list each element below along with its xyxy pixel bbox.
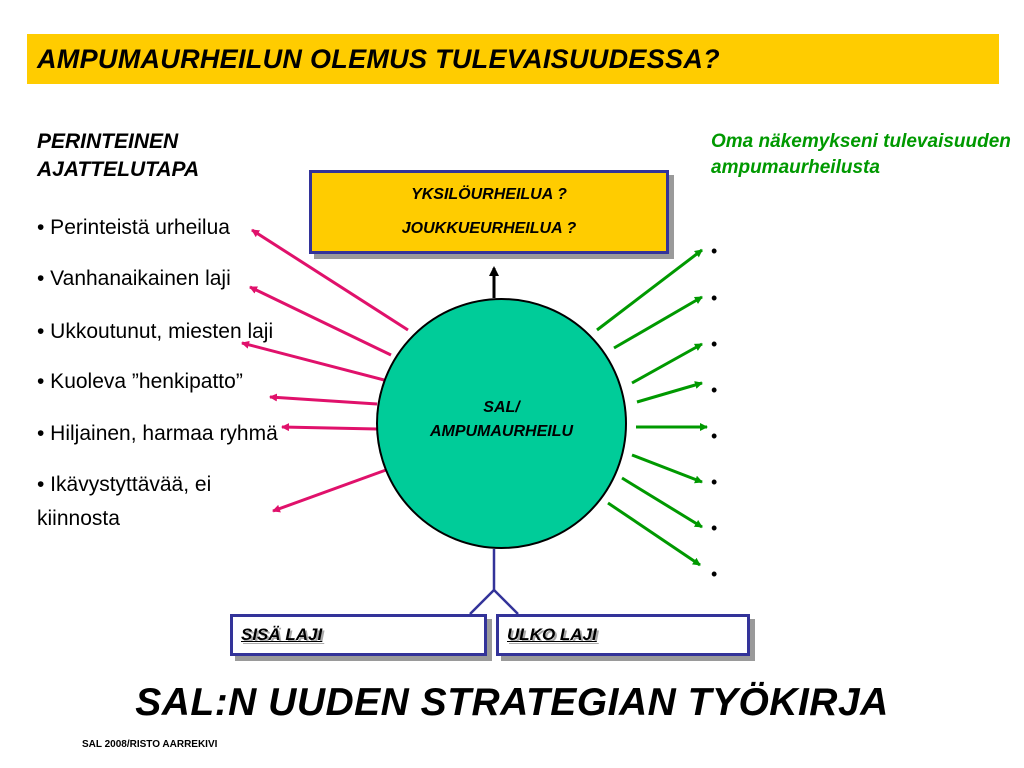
left-arrow xyxy=(281,423,378,432)
right-arrow xyxy=(621,476,703,529)
right-arrow xyxy=(607,501,701,567)
right-bullet: • xyxy=(711,564,718,584)
footer-credit: SAL 2008/RISTO AARREKIVI xyxy=(82,739,218,750)
right-arrow xyxy=(596,248,703,332)
right-bullet: • xyxy=(711,288,718,308)
individual-sport-label: YKSILÖURHEILUA ? xyxy=(411,186,567,203)
right-bullet: • xyxy=(711,518,718,538)
right-bullet: • xyxy=(711,241,718,261)
team-sport-label: JOUKKUEURHEILUA ? xyxy=(401,220,577,237)
center-label-line1: SAL/ xyxy=(483,399,520,416)
left-arrow xyxy=(241,340,385,382)
strategy-title: SAL:N UUDEN STRATEGIAN TYÖKIRJA xyxy=(135,681,889,724)
bottom-connector-left xyxy=(469,589,495,615)
indoor-sport-box: SISÄ LAJI xyxy=(230,614,487,656)
bottom-connector-right xyxy=(493,589,519,615)
right-arrow xyxy=(631,342,703,385)
right-arrow xyxy=(613,295,703,350)
left-item: • Hiljainen, harmaa ryhmä xyxy=(37,422,278,445)
center-circle xyxy=(376,298,627,549)
left-arrow xyxy=(269,393,378,406)
left-item: • Ikävystyttävää, ei xyxy=(37,473,212,496)
indoor-sport-label: SISÄ LAJI xyxy=(241,625,323,644)
right-bullet: • xyxy=(711,472,718,492)
left-item-continuation: kiinnosta xyxy=(37,507,120,530)
left-item: • Perinteistä urheilua xyxy=(37,216,230,239)
left-item: • Ukkoutunut, miesten laji xyxy=(37,320,274,343)
right-arrow xyxy=(631,453,703,484)
right-bullet: • xyxy=(711,334,718,354)
right-arrow xyxy=(636,381,703,404)
title-bar: AMPUMAURHEILUN OLEMUS TULEVAISUUDESSA? xyxy=(27,34,999,84)
page-title: AMPUMAURHEILUN OLEMUS TULEVAISUUDESSA? xyxy=(37,43,720,74)
left-arrow xyxy=(249,285,392,357)
individual-team-sport-box: YKSILÖURHEILUA ? JOUKKUEURHEILUA ? xyxy=(309,170,669,254)
left-arrow xyxy=(251,228,409,332)
outdoor-sport-box: ULKO LAJI xyxy=(496,614,750,656)
right-bullet: • xyxy=(711,380,718,400)
left-item: • Kuoleva ”henkipatto” xyxy=(37,370,243,393)
left-arrow xyxy=(272,468,387,513)
center-label-line2: AMPUMAURHEILU xyxy=(429,423,574,440)
right-heading: Oma näkemykseni tulevaisuuden ampumaurhe… xyxy=(711,131,1011,178)
center-circle-label: SAL/ AMPUMAURHEILU xyxy=(376,396,627,444)
left-item: • Vanhanaikainen laji xyxy=(37,267,231,290)
left-heading: PERINTEINEN AJATTELUTAPA xyxy=(37,130,200,181)
outdoor-sport-label: ULKO LAJI xyxy=(507,625,597,644)
right-bullet: • xyxy=(711,426,718,446)
